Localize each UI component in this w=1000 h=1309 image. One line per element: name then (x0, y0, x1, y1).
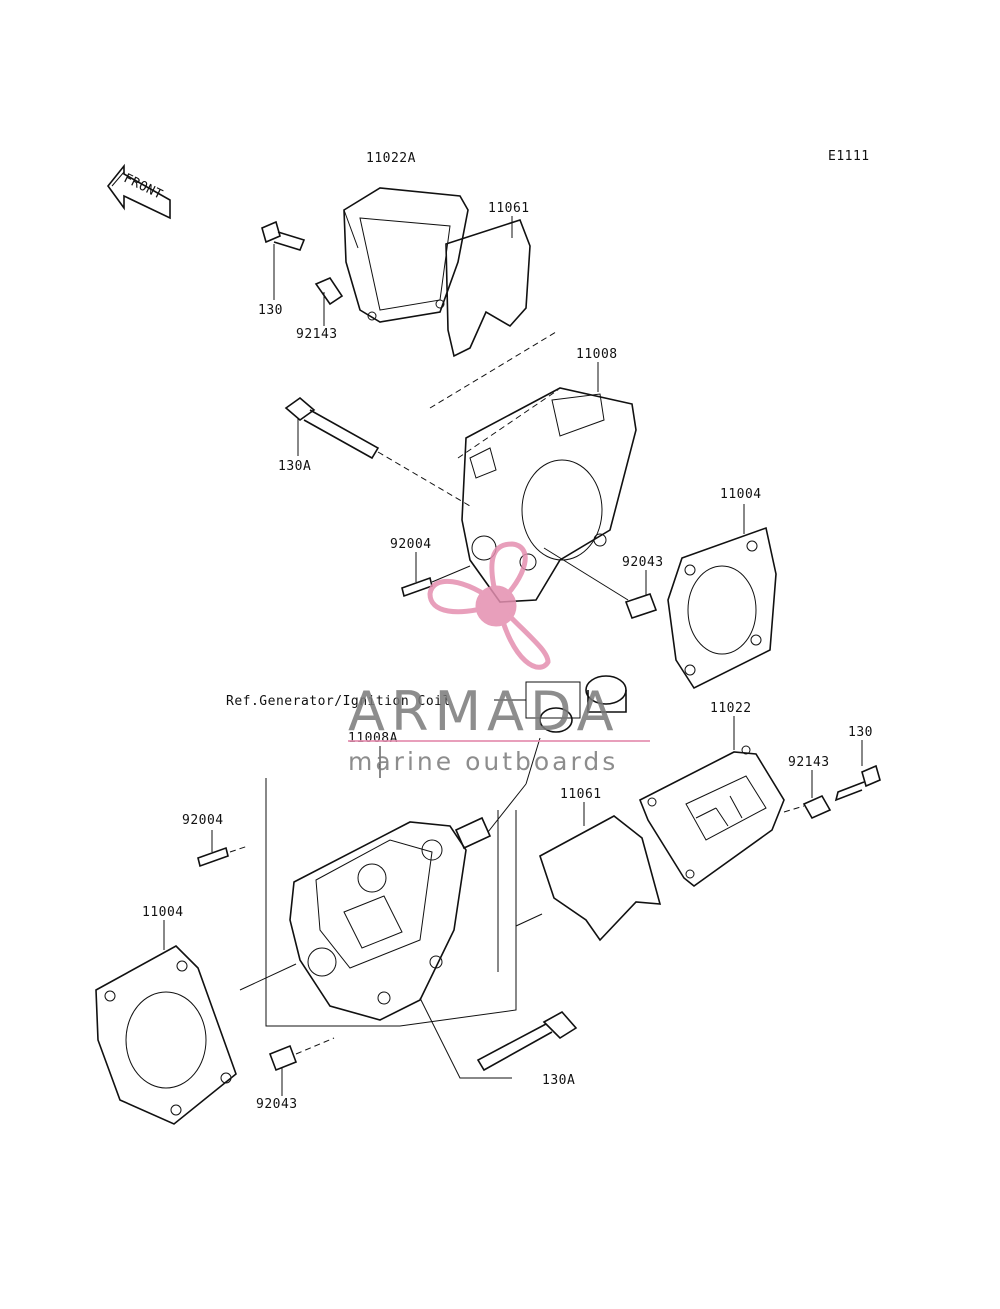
label-bolt-top: 130 (258, 303, 283, 318)
group-bracket (265, 778, 517, 1027)
label-long-bolt-top: 130A (278, 459, 311, 474)
label-dowel-bottom: 92043 (256, 1097, 298, 1112)
dowel-top (624, 592, 658, 620)
label-gasket-bottom: 11061 (560, 787, 602, 802)
stud-top (401, 576, 433, 598)
gasket-bottom (539, 815, 662, 942)
gasket-top (445, 219, 531, 358)
watermark: ARMADA marine outboards (348, 541, 650, 776)
label-collar-right: 92143 (788, 755, 830, 770)
head-gasket-right (667, 526, 777, 690)
stud-bottom (197, 846, 229, 868)
propeller-logo (427, 541, 551, 670)
label-cylinder-head-bottom: 11008A (348, 731, 398, 746)
label-valve-cover-right: 11022 (710, 701, 752, 716)
label-collar-top: 92143 (296, 327, 338, 342)
label-head-gasket-bottom: 11004 (142, 905, 184, 920)
collar-top (314, 277, 344, 306)
front-arrow: FRONT (106, 163, 171, 220)
bolt-top (261, 220, 306, 251)
label-long-bolt-bottom: 130A (542, 1073, 575, 1088)
reference-note: Ref.Generator/Ignition Coil (226, 694, 451, 709)
cylinder-head-top (461, 387, 637, 603)
collar-right (802, 794, 832, 820)
label-bolt-right: 130 (848, 725, 873, 740)
plug-bottom (454, 816, 492, 850)
bolt-right (834, 764, 881, 802)
dowel-bottom (268, 1044, 298, 1072)
watermark-tagline: marine outboards (348, 747, 618, 776)
label-valve-cover-top: 11022A (366, 151, 416, 166)
seal-ring-group (539, 675, 627, 733)
long-bolt-bottom (476, 1010, 578, 1072)
reference-bracket (525, 681, 581, 719)
label-dowel-top: 92043 (622, 555, 664, 570)
label-gasket-top: 11061 (488, 201, 530, 216)
label-stud-bottom: 92004 (182, 813, 224, 828)
watermark-brand: ARMADA (348, 680, 620, 743)
diagram-code: E1111 (828, 149, 870, 164)
label-cylinder-head-top: 11008 (576, 347, 618, 362)
valve-cover-top (343, 187, 469, 323)
head-gasket-bottom (95, 945, 237, 1125)
valve-cover-right (638, 745, 785, 888)
cylinder-head-bottom (289, 821, 467, 1021)
long-bolt-top (284, 396, 380, 460)
label-head-gasket-right: 11004 (720, 487, 762, 502)
watermark-rule (348, 740, 650, 742)
label-stud-top: 92004 (390, 537, 432, 552)
